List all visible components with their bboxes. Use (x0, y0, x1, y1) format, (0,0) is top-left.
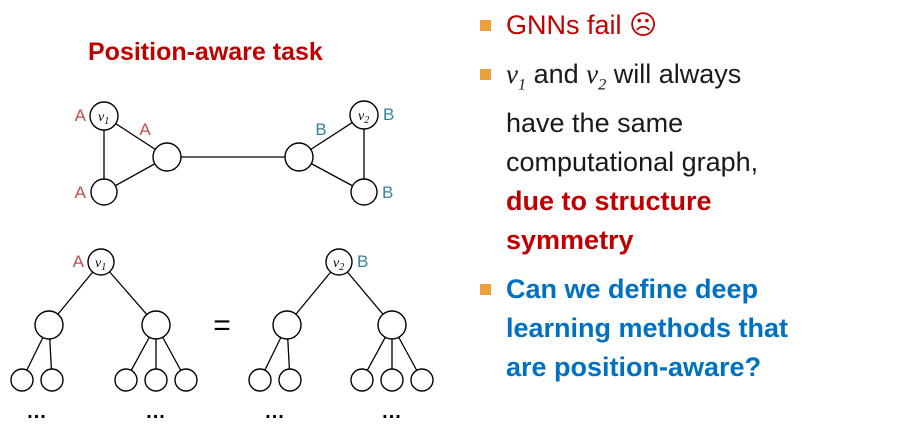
tree-leaf (10, 368, 34, 392)
node-label-b: B (383, 105, 394, 124)
tree-leaf (410, 368, 434, 392)
bullet-icon (480, 69, 491, 80)
graph-nodes (89, 100, 379, 206)
tree-root-v1 (87, 248, 115, 276)
tree-leaf (40, 368, 64, 392)
node-label-b: B (315, 120, 326, 139)
bullet-same-computational-graph: v1 and v2 will always have the same comp… (506, 55, 758, 260)
node-label-a: A (75, 183, 87, 202)
bullet-position-aware-question: Can we define deep learning methods that… (506, 274, 789, 383)
list-item: v1 and v2 will always have the same comp… (480, 55, 896, 260)
node-label-a: A (75, 106, 87, 125)
computational-trees-diagram: v1 v2 A B = ... ... ... ... (10, 248, 434, 423)
v1-node-label: v1 (98, 110, 109, 127)
tree-right-nodes (248, 248, 434, 392)
list-item: GNNs fail ☹ (480, 6, 896, 45)
node-label-a: A (139, 120, 151, 139)
graph-node-v2 (349, 100, 379, 130)
ellipsis: ... (27, 401, 47, 423)
node-label-b: B (382, 183, 393, 202)
tree-leaf (144, 368, 168, 392)
tree-root-v2 (325, 248, 353, 276)
equals-sign: = (213, 309, 231, 342)
bullet-icon (480, 284, 491, 296)
position-graph-diagram: v1 v2 A A A B B B (75, 100, 394, 206)
ellipsis: ... (265, 401, 285, 423)
graph-node-v1 (89, 101, 119, 131)
tree-left-nodes (10, 248, 198, 392)
graph-node (350, 178, 378, 206)
tree-leaf (278, 368, 302, 392)
structure-symmetry-emphasis: due to structure symmetry (506, 186, 712, 256)
node-label-a: A (73, 252, 85, 271)
list-item: Can we define deep learning methods that… (480, 270, 896, 387)
tree-leaf (380, 368, 404, 392)
graph-node (152, 142, 182, 172)
tree-node (34, 310, 64, 340)
page-title: Position-aware task (88, 38, 323, 66)
ellipsis: ... (382, 401, 402, 423)
graph-node (90, 178, 118, 206)
tree-leaf (350, 368, 374, 392)
graph-node (284, 142, 314, 172)
v1-math: v1 (506, 59, 527, 94)
tree-leaf (114, 368, 138, 392)
tree-v2-label: v2 (333, 256, 344, 273)
bullet-list: GNNs fail ☹ v1 and v2 will always have t… (480, 6, 896, 397)
node-label-b: B (357, 252, 368, 271)
tree-v1-label: v1 (95, 256, 106, 273)
v2-math: v2 (586, 59, 607, 94)
tree-leaf (248, 368, 272, 392)
bullet-icon (480, 20, 491, 31)
ellipsis: ... (146, 401, 166, 423)
bullet-gnns-fail: GNNs fail ☹ (506, 10, 658, 40)
tree-node (377, 310, 407, 340)
tree-leaf (174, 368, 198, 392)
tree-node (141, 310, 171, 340)
v2-node-label: v2 (358, 109, 369, 126)
tree-node (272, 310, 302, 340)
